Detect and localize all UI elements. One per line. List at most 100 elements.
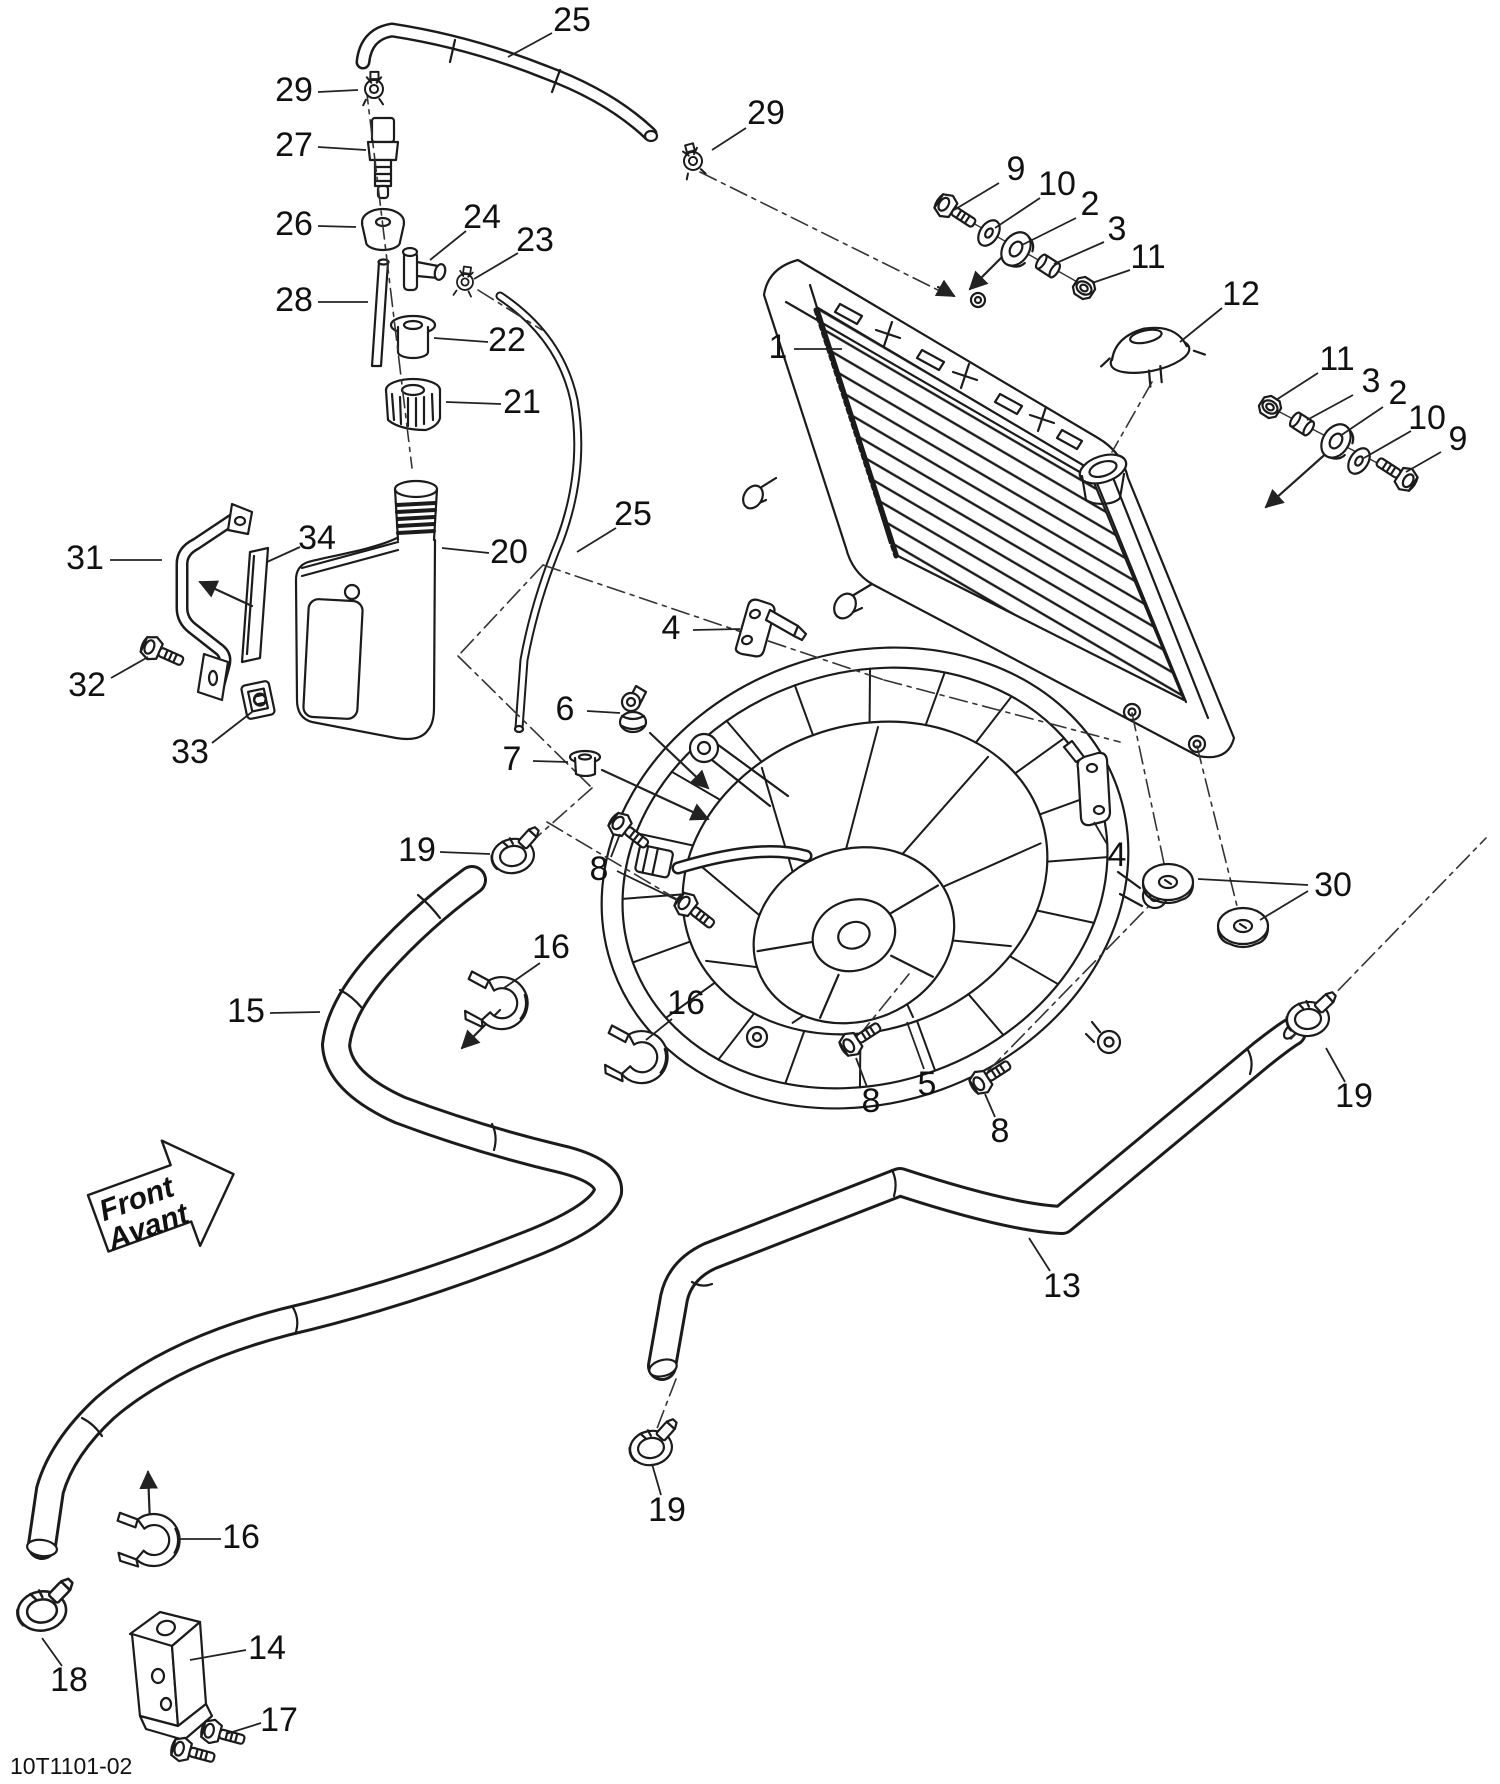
clip-nut-33: [240, 680, 276, 720]
centerline: [457, 564, 544, 657]
reservoir-insert-illustration: [389, 314, 437, 360]
callout-26: 26: [275, 205, 313, 243]
fan-rib: [717, 1012, 756, 1061]
callout-11: 11: [1130, 238, 1165, 276]
reservoir-cap-illustration: [384, 377, 442, 432]
leader-line-26: [317, 225, 357, 228]
leader-line-16: [645, 1018, 673, 1041]
leader-line-34: [266, 546, 301, 563]
callout-28: 28: [275, 281, 313, 319]
leader-line-14: [189, 1649, 247, 1661]
leader-line-29: [317, 89, 359, 93]
leader-line-24: [429, 230, 467, 261]
leader-line-2: [1021, 217, 1077, 246]
radiator-cap-illustration: [1099, 326, 1206, 388]
callout-3: 3: [1108, 210, 1127, 248]
assembly-arrow: [934, 279, 956, 298]
bracket-4-left: [734, 598, 808, 658]
leader-line-6: [586, 710, 621, 714]
coolant-reservoir-illustration: [294, 479, 439, 741]
callout-29: 29: [275, 71, 313, 109]
fan-rib: [1014, 737, 1066, 775]
callout-8: 8: [862, 1082, 881, 1120]
callout-10: 10: [1038, 165, 1076, 203]
leader-line-21: [445, 401, 502, 405]
assembly-arrow: [198, 580, 254, 608]
leader-line-10: [1363, 430, 1412, 459]
radiator-illustration: [742, 258, 1236, 759]
drawing-code: 10T1101-02: [10, 1753, 132, 1779]
callout-8: 8: [590, 850, 609, 888]
fan-rib: [1046, 856, 1109, 863]
leader-line-19: [1325, 1047, 1346, 1083]
callout-31: 31: [66, 539, 104, 577]
callout-9: 9: [1007, 150, 1026, 188]
callout-34: 34: [298, 519, 336, 557]
leader-line-20: [441, 547, 490, 554]
leader-line-25: [507, 32, 553, 58]
fan-rib: [635, 832, 695, 847]
leader-line-19: [651, 1463, 662, 1496]
leader-line-8: [855, 1057, 868, 1088]
callout-7: 7: [503, 740, 522, 778]
callout-1: 1: [769, 328, 788, 366]
callout-23: 23: [516, 221, 554, 259]
centerline: [857, 973, 910, 1038]
rubber-mount-30b: [1216, 906, 1270, 949]
vent-tube-illustration: [370, 258, 390, 368]
callout-29: 29: [747, 94, 785, 132]
centerline: [883, 679, 1121, 743]
fan-illustration: [600, 646, 1169, 1110]
leader-line-15: [269, 1011, 321, 1014]
leader-line-5: [906, 1021, 925, 1070]
vent-hose-25-illustration: [355, 22, 659, 734]
leader-line-23: [473, 252, 519, 280]
fan-rib: [868, 667, 872, 724]
elbow-fitting-illustration: [401, 246, 447, 292]
fan-rib: [915, 1019, 937, 1072]
leader-line-10: [994, 197, 1041, 229]
callout-16: 16: [532, 928, 570, 966]
bracket-4-right: [1062, 739, 1112, 827]
callout-18: 18: [50, 1661, 88, 1699]
callout-27: 27: [275, 126, 313, 164]
leader-line-16: [503, 962, 541, 989]
assembly-arrow: [600, 768, 710, 821]
callout-21: 21: [503, 383, 541, 421]
bushing-7: [568, 749, 602, 778]
leader-line-3: [1053, 241, 1105, 265]
assembly-arrow: [968, 253, 1006, 291]
centerline: [546, 821, 701, 914]
fan-rib: [664, 981, 716, 1019]
centerline: [987, 906, 1149, 1072]
callout-19: 19: [648, 1491, 686, 1529]
reservoir-bracket-illustration: [175, 502, 254, 702]
leader-line-9: [953, 182, 1000, 211]
fan-rib: [793, 684, 815, 737]
fan-rib: [967, 993, 1005, 1037]
centerline: [1111, 381, 1153, 453]
centerline: [365, 85, 413, 469]
callout-6: 6: [556, 690, 575, 728]
leader-line-30: [1259, 890, 1309, 921]
callout-22: 22: [488, 321, 526, 359]
callout-17: 17: [260, 1701, 298, 1739]
callout-15: 15: [227, 992, 265, 1030]
hose-15-illustration: [26, 865, 623, 1560]
leader-line-8: [984, 1093, 996, 1118]
leader-line-7: [532, 760, 569, 763]
callout-19: 19: [1335, 1077, 1373, 1115]
centerline: [655, 1378, 677, 1432]
leader-line-8: [616, 870, 682, 903]
callout-13: 13: [1043, 1267, 1081, 1305]
leader-line-33: [211, 711, 253, 744]
fan-rib: [621, 893, 684, 900]
leader-line-19: [439, 851, 491, 855]
callout-9: 9: [1449, 420, 1468, 458]
construction-lines: [365, 85, 1487, 1432]
centerline: [477, 289, 543, 331]
fan-rib: [631, 940, 692, 964]
callout-16: 16: [667, 984, 705, 1022]
callout-4: 4: [662, 609, 681, 647]
